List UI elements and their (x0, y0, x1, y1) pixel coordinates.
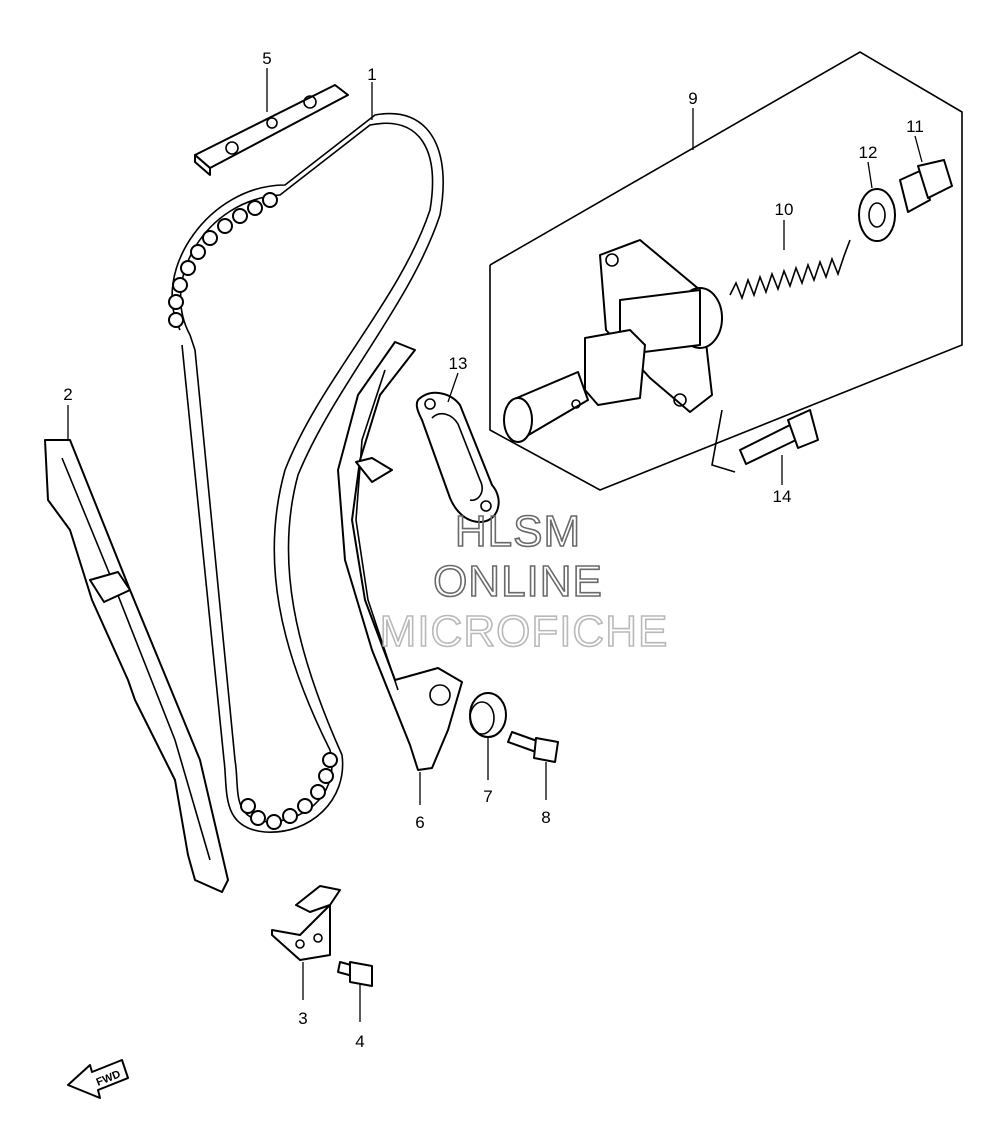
callout-6: 6 (415, 813, 424, 832)
part-10-spring (729, 220, 851, 301)
part-12-washer (858, 161, 896, 242)
callout-3: 3 (298, 1009, 307, 1028)
part-6-tensioner-guide (337, 341, 463, 805)
part-8-bolt (507, 731, 559, 800)
part-13-gasket (415, 372, 500, 523)
callout-9: 9 (688, 89, 697, 108)
part-2-chain-guide (44, 405, 229, 893)
watermark-line-2: ONLINE (433, 557, 603, 606)
part-5-plate (194, 68, 349, 176)
watermark-line-3: MICROFICHE (380, 607, 669, 656)
part-3-bracket (271, 885, 341, 1000)
part-11-plug-bolt (899, 135, 953, 213)
cam-chain (168, 82, 444, 833)
callout-10: 10 (775, 200, 794, 219)
callout-14: 14 (773, 487, 792, 506)
callout-11: 11 (906, 117, 924, 136)
callout-2: 2 (63, 385, 72, 404)
fwd-arrow-icon: FWD (67, 1059, 129, 1099)
callout-1: 1 (367, 65, 376, 84)
callout-12: 12 (859, 143, 878, 162)
part-7-spacer (469, 692, 507, 780)
callout-5: 5 (262, 49, 271, 68)
tensioner-assembly-frame (489, 51, 963, 491)
callout-8: 8 (541, 808, 550, 827)
part-9-tensioner-body (503, 239, 723, 443)
callout-13: 13 (449, 354, 468, 373)
watermark-line-1: HLSM (455, 507, 581, 556)
part-4-bolt (337, 961, 373, 1022)
callout-4: 4 (355, 1032, 364, 1051)
callout-7: 7 (483, 787, 492, 806)
part-14-bolt (739, 409, 819, 485)
